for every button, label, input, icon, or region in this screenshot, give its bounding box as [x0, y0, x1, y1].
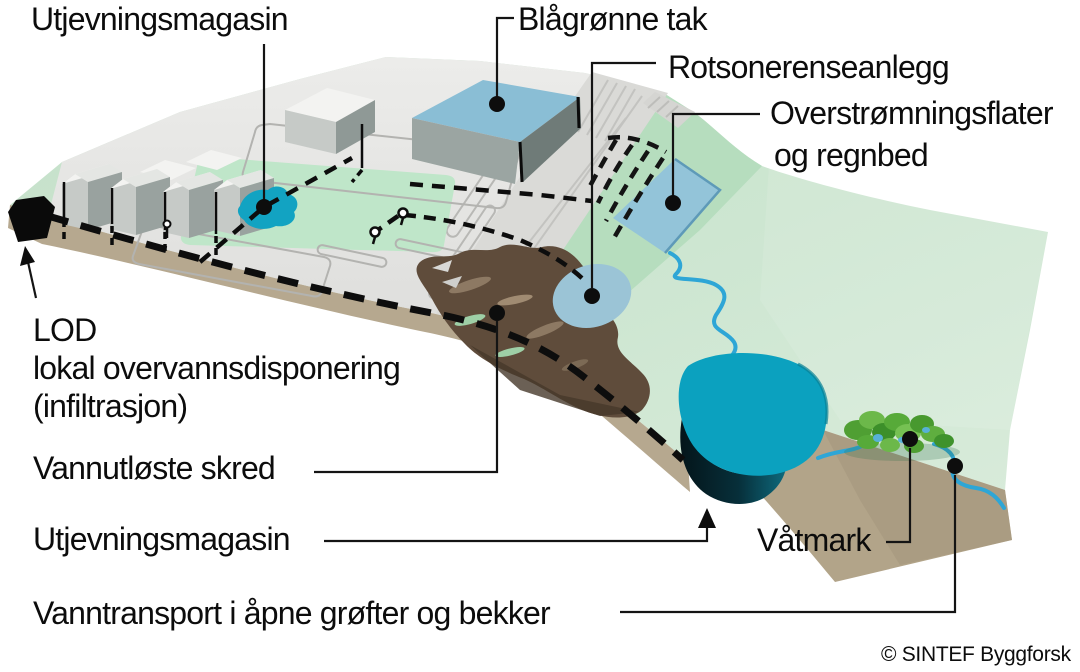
arrowhead-basin [698, 508, 716, 528]
soil-band-right-shade [823, 430, 1012, 565]
marker-dot-rain-bed [665, 195, 681, 211]
wetland [844, 411, 960, 461]
label-overstromningsflater: Overstrømningsflater [770, 95, 1054, 131]
basin-water-surface [678, 352, 827, 476]
soil-band-left [8, 205, 690, 492]
parking-drain-line [369, 207, 588, 284]
house-roof [186, 150, 242, 170]
outlet-pipe [8, 196, 55, 242]
building-corner-edge [518, 141, 524, 183]
overflow-fan-lines [588, 135, 668, 240]
leader-vatmark [886, 448, 912, 544]
leader-lod-arrow-line [26, 261, 38, 299]
leader-markers [20, 96, 963, 528]
leader-utjevningsmagasin-bottom [324, 526, 709, 543]
label-lod: LOD [33, 312, 97, 348]
marker-dot-upper-pond [256, 199, 272, 215]
label-vannutloste-skred: Vannutløste skred [33, 450, 276, 486]
building-front-face [412, 118, 520, 184]
label-vatmark: Våtmark [757, 522, 871, 558]
stream-outflow [816, 444, 864, 460]
marker-dot-root-zone [584, 288, 600, 304]
marker-dot-stream [947, 458, 963, 474]
marker-dot-wetland [902, 431, 918, 447]
basin-underside [680, 418, 786, 504]
house-large [285, 88, 375, 154]
house [110, 169, 170, 235]
drainage-dashed-lines [47, 124, 686, 463]
marker-dot-landslide [489, 305, 505, 321]
main-lod-line [47, 212, 686, 463]
basin-edge-shade [797, 362, 829, 425]
label-rotsonerenseanlegg: Rotsonerenseanlegg [668, 49, 950, 85]
label-og-regnbed: og regnbed [774, 137, 929, 173]
crest-stripes [647, 96, 679, 118]
arrowhead-lod [20, 246, 35, 266]
building-corner-edge [576, 96, 581, 129]
building-side-face [520, 97, 581, 182]
drain-inlet [162, 219, 172, 229]
marker-dot-roof [489, 96, 505, 112]
label-lod-full: lokal overvannsdisponering [33, 350, 401, 386]
leader-vannutloste-skred [314, 321, 499, 474]
copyright-text: © SINTEF Byggforsk [881, 643, 1071, 666]
lawn-drain-line [198, 156, 593, 264]
terrain-highlight [760, 150, 1048, 430]
leader-lines [26, 16, 957, 614]
leader-overstromningsflater [671, 112, 760, 196]
label-utjevningsmagasin-top: Utjevningsmagasin [31, 1, 289, 37]
label-blagronne-tak: Blågrønne tak [518, 1, 708, 37]
leader-rotsonerenseanlegg [590, 61, 656, 288]
houses [62, 88, 375, 238]
leader-blagronne-tak [495, 16, 514, 100]
stream-lower [932, 442, 1006, 510]
label-infiltrasjon: (infiltrasjon) [33, 388, 188, 424]
label-utjevningsmagasin-bottom: Utjevningsmagasin [33, 521, 291, 557]
drain-inlet [397, 207, 409, 219]
leader-vanntransport [620, 475, 957, 614]
label-vanntransport: Vanntransport i åpne grøfter og bekker [33, 595, 551, 631]
detention-basin-3d [678, 352, 829, 504]
drain-inlet [369, 226, 381, 238]
